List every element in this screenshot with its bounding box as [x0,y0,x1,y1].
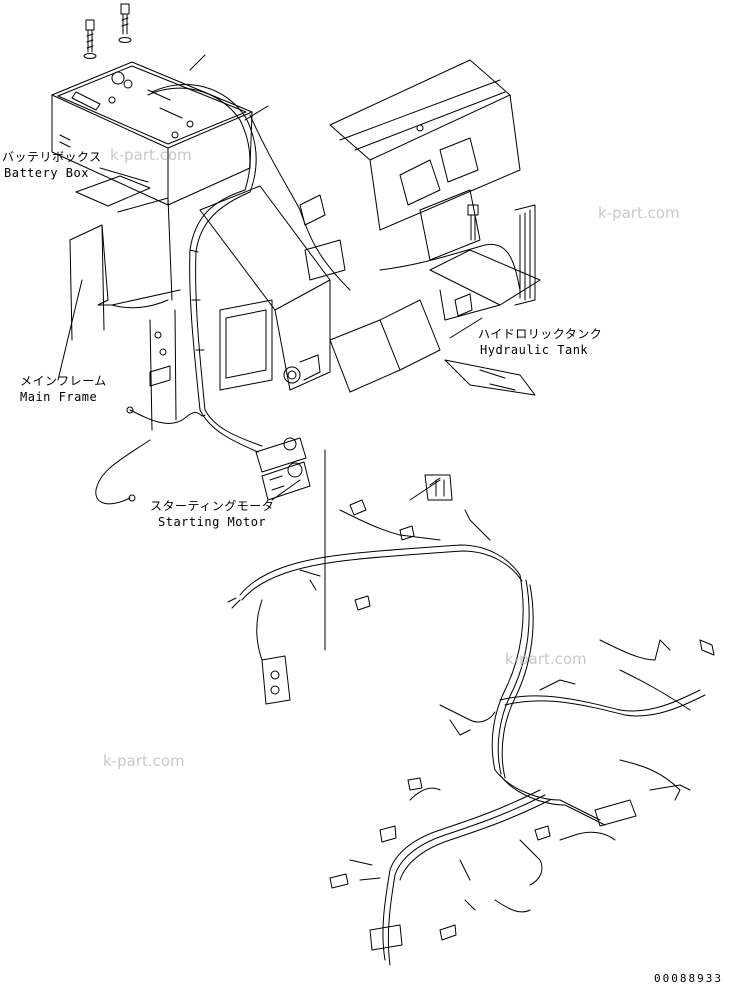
watermark: k-part.com [505,650,587,668]
watermark: k-part.com [103,752,185,770]
hydraulic-tank-label-jp: ハイドロリックタンク [478,327,603,341]
leader-lines [57,54,483,651]
watermark: k-part.com [110,146,192,164]
battery-box-label-jp: バッテリボックス [2,150,102,164]
starting-motor-shape [255,437,311,501]
battery-box-label-en: Battery Box [4,166,89,180]
main-frame-label-jp: メインフレーム [20,374,107,388]
hydraulic-tank-label-en: Hydraulic Tank [480,343,589,357]
battery-box-shape [51,3,253,207]
starting-motor-label-en: Starting Motor [158,515,267,529]
left-harness [95,406,206,505]
main-frame-shape [69,59,541,431]
main-wiring-harness [227,474,715,966]
document-number: 00088933 [654,972,723,985]
main-frame-label-en: Main Frame [20,390,98,404]
watermark: k-part.com [598,204,680,222]
starting-motor-label-jp: スターティングモータ [150,499,275,513]
battery-cables [147,84,521,453]
